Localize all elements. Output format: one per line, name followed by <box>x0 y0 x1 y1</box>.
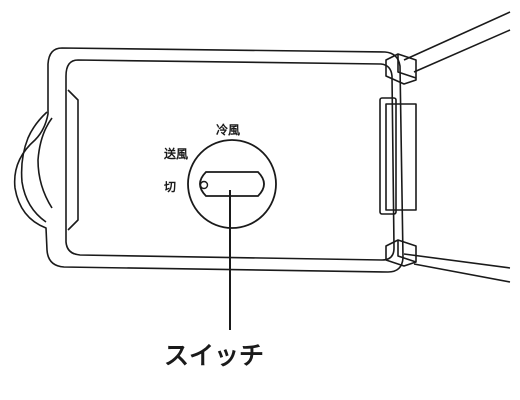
hinge-bracket <box>379 97 397 215</box>
right-hinge <box>379 53 417 267</box>
lid-bottom-edge-inner <box>413 263 511 283</box>
dial-grip <box>199 171 265 197</box>
dial-label-cooling: 冷風 <box>216 122 240 137</box>
lid-top-edge-inner <box>413 29 511 73</box>
lid-top-edge-outer <box>403 11 511 61</box>
open-lid <box>403 11 511 283</box>
dial-switch <box>187 139 277 229</box>
dial-label-fan: 送風 <box>163 146 188 161</box>
left-handle-outer <box>20 111 48 223</box>
left-handle-inner <box>67 89 79 231</box>
top-hinge-face <box>397 54 417 79</box>
hinge-plate <box>385 103 417 211</box>
bottom-hinge-face <box>397 240 417 263</box>
left-handle-groove <box>37 117 53 209</box>
lid-bottom-edge-outer <box>403 253 511 269</box>
dial-indicator-dot <box>199 180 209 190</box>
dial-label-off: 切 <box>164 180 176 194</box>
callout-label-switch: スイッチ <box>164 341 264 370</box>
bottom-hinge-block <box>385 239 417 267</box>
panel-inner-outline <box>65 59 395 261</box>
